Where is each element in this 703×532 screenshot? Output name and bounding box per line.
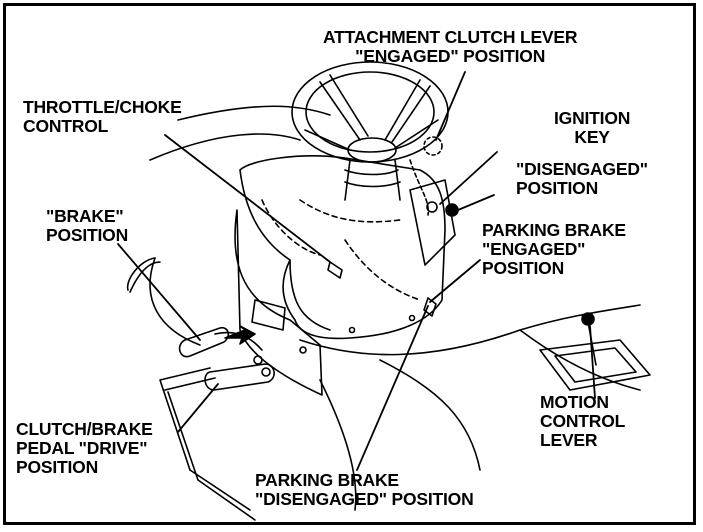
motion-control-knob — [581, 312, 595, 326]
rear-body — [299, 304, 641, 356]
disengaged-marker — [445, 203, 459, 217]
fender-left — [149, 133, 301, 161]
ignition-key — [426, 201, 438, 213]
label-clutch-brake-pedal: CLUTCH/BRAKE PEDAL "DRIVE" POSITION — [16, 419, 153, 477]
throttle-lever — [327, 261, 343, 279]
brake-arrow — [224, 325, 256, 345]
label-disengaged: "DISENGAGED" POSITION — [516, 159, 648, 198]
motion-control-slot — [539, 339, 651, 391]
pedestal-panel — [234, 209, 323, 396]
label-ignition-key: IGNITION KEY — [554, 108, 631, 147]
label-motion-control: MOTION CONTROL LEVER — [540, 392, 626, 450]
clutch-pedal — [204, 363, 275, 391]
foot-rail — [159, 367, 216, 481]
label-parking-brake-disengaged: PARKING BRAKE "DISENGAGED" POSITION — [255, 470, 474, 509]
floor-line — [379, 359, 481, 471]
ignition-panel — [409, 179, 456, 266]
label-attachment-clutch: ATTACHMENT CLUTCH LEVER "ENGAGED" POSITI… — [323, 27, 578, 66]
label-throttle-choke: THROTTLE/CHOKE CONTROL — [23, 97, 182, 136]
attachment-clutch-lever — [409, 159, 430, 216]
hood-outline — [177, 105, 331, 121]
parking-brake-lever — [423, 297, 437, 317]
leader-lines — [117, 71, 596, 471]
diagram-frame — [3, 3, 696, 525]
rear-body-lower — [319, 379, 357, 511]
label-brake-position: "BRAKE" POSITION — [46, 206, 129, 245]
brake-handle — [178, 326, 230, 358]
label-parking-brake-engaged: PARKING BRAKE "ENGAGED" POSITION — [482, 220, 626, 278]
body-right — [519, 329, 641, 391]
dash-console — [239, 155, 446, 340]
